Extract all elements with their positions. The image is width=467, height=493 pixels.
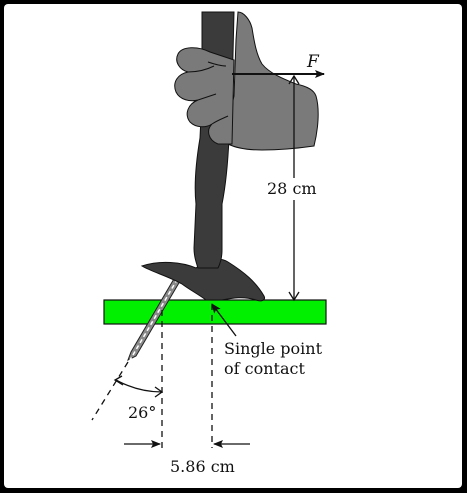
force-label: F <box>306 52 320 72</box>
angle-arc <box>115 379 163 393</box>
contact-label-line2: of contact <box>224 359 305 378</box>
contact-label-line1: Single point <box>224 339 323 358</box>
handle-length-label: 28 cm <box>267 179 317 198</box>
contact-pointer <box>211 303 237 337</box>
angle-label: 26° <box>128 403 156 422</box>
hand <box>174 11 319 151</box>
offset-label: 5.86 cm <box>170 457 235 476</box>
board <box>103 299 327 325</box>
nail-extension-line <box>91 361 129 421</box>
